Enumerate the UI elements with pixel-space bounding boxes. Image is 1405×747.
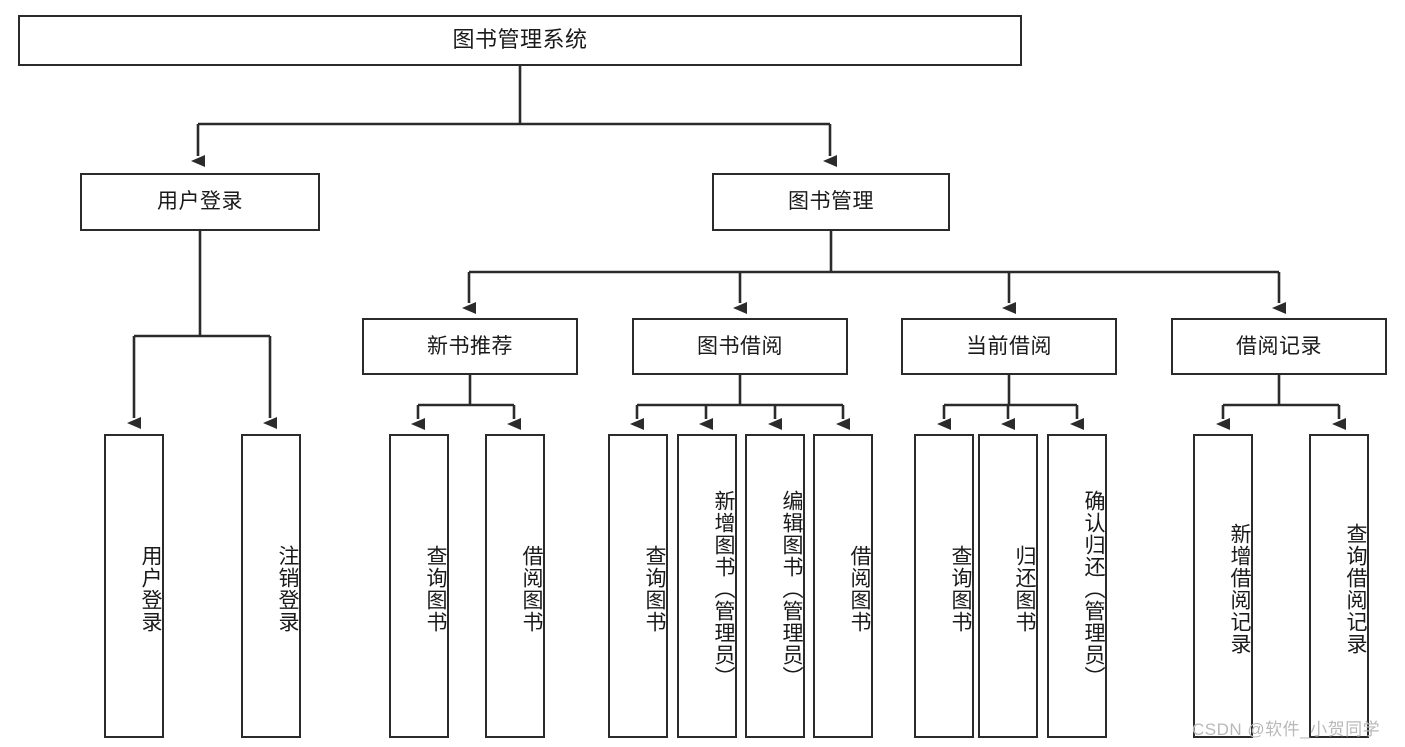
leaf-query-book-1[interactable]: 查询图书	[389, 434, 449, 738]
leaf-borrow-book-2[interactable]: 借阅图书	[813, 434, 873, 738]
leaf-borrow-book-1-label: 借阅图书	[520, 545, 543, 633]
node-current-borrow-label: 当前借阅	[966, 334, 1052, 358]
node-borrow-record-label: 借阅记录	[1236, 334, 1322, 358]
csdn-watermark: CSDN @软件_小贺同学	[1192, 720, 1381, 739]
leaf-logout-login[interactable]: 注销登录	[241, 434, 301, 738]
leaf-add-borrow-record-label: 新增借阅记录	[1228, 523, 1251, 655]
leaf-confirm-return-admin[interactable]: 确认归还（管理员）	[1047, 434, 1107, 738]
node-book-borrow[interactable]: 图书借阅	[632, 318, 848, 375]
node-book-borrow-label: 图书借阅	[697, 334, 783, 358]
node-user-login[interactable]: 用户登录	[80, 173, 320, 231]
leaf-return-book-label: 归还图书	[1013, 545, 1036, 633]
leaf-confirm-return-admin-label: 确认归还（管理员）	[1082, 490, 1105, 688]
leaf-borrow-book-1[interactable]: 借阅图书	[485, 434, 545, 738]
leaf-edit-book-admin[interactable]: 编辑图书（管理员）	[745, 434, 805, 738]
node-current-borrow[interactable]: 当前借阅	[901, 318, 1117, 375]
leaf-query-book-3[interactable]: 查询图书	[914, 434, 974, 738]
leaf-query-book-3-label: 查询图书	[949, 545, 972, 633]
leaf-borrow-book-2-label: 借阅图书	[848, 545, 871, 633]
node-borrow-record[interactable]: 借阅记录	[1171, 318, 1387, 375]
leaf-user-login-label: 用户登录	[139, 545, 162, 633]
node-new-book-recommend[interactable]: 新书推荐	[362, 318, 578, 375]
leaf-query-book-2-label: 查询图书	[643, 545, 666, 633]
leaf-query-book-1-label: 查询图书	[424, 545, 447, 633]
node-book-manage-label: 图书管理	[788, 190, 874, 214]
leaf-add-book-admin-label: 新增图书（管理员）	[712, 490, 735, 688]
leaf-user-login[interactable]: 用户登录	[104, 434, 164, 738]
node-root-label: 图书管理系统	[452, 27, 588, 53]
node-book-manage[interactable]: 图书管理	[712, 173, 950, 231]
node-user-login-label: 用户登录	[157, 190, 243, 214]
node-new-book-recommend-label: 新书推荐	[427, 334, 513, 358]
leaf-add-borrow-record[interactable]: 新增借阅记录	[1193, 434, 1253, 738]
leaf-return-book[interactable]: 归还图书	[978, 434, 1038, 738]
node-root[interactable]: 图书管理系统	[18, 15, 1022, 66]
leaf-add-book-admin[interactable]: 新增图书（管理员）	[677, 434, 737, 738]
leaf-query-borrow-record[interactable]: 查询借阅记录	[1309, 434, 1369, 738]
leaf-query-borrow-record-label: 查询借阅记录	[1344, 523, 1367, 655]
leaf-logout-login-label: 注销登录	[276, 545, 299, 633]
leaf-query-book-2[interactable]: 查询图书	[608, 434, 668, 738]
leaf-edit-book-admin-label: 编辑图书（管理员）	[780, 490, 803, 688]
